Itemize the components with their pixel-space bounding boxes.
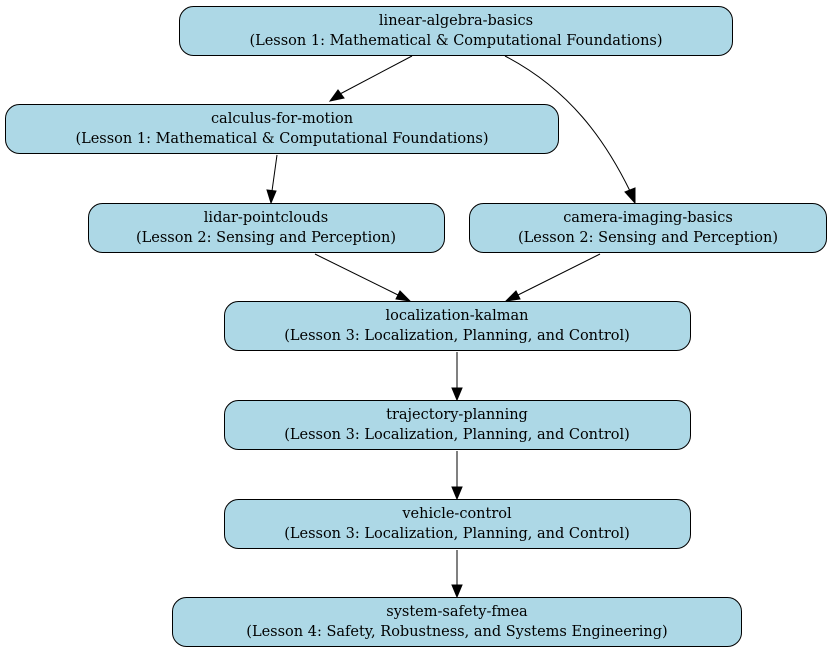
node-lesson: (Lesson 2: Sensing and Perception) xyxy=(518,230,778,246)
arrowhead-icon xyxy=(451,387,463,402)
node-camera-imaging-basics[interactable]: camera-imaging-basics (Lesson 2: Sensing… xyxy=(469,203,827,253)
node-lesson: (Lesson 1: Mathematical & Computational … xyxy=(249,33,662,49)
node-title: camera-imaging-basics xyxy=(563,210,733,226)
edge-linear-algebra-basics-to-camera-imaging-basics xyxy=(504,55,636,205)
node-lesson: (Lesson 2: Sensing and Perception) xyxy=(136,230,396,246)
edge-trajectory-planning-to-vehicle-control xyxy=(451,451,463,501)
arrowhead-icon xyxy=(451,584,463,599)
edge-calculus-for-motion-to-lidar-pointclouds xyxy=(266,154,278,205)
node-title: lidar-pointclouds xyxy=(204,210,328,226)
node-lidar-pointclouds[interactable]: lidar-pointclouds (Lesson 2: Sensing and… xyxy=(88,203,445,253)
node-lesson: (Lesson 3: Localization, Planning, and C… xyxy=(284,328,630,344)
arrowhead-icon xyxy=(624,187,636,205)
arrowhead-icon xyxy=(266,189,277,205)
edges xyxy=(266,55,636,599)
node-lesson: (Lesson 1: Mathematical & Computational … xyxy=(75,131,488,147)
arrowhead-icon xyxy=(328,89,345,102)
edge-linear-algebra-basics-to-calculus-for-motion xyxy=(328,55,413,102)
arrowhead-icon xyxy=(504,290,521,302)
arrowhead-icon xyxy=(395,290,412,302)
node-lesson: (Lesson 3: Localization, Planning, and C… xyxy=(284,526,630,542)
edge-vehicle-control-to-system-safety-fmea xyxy=(451,550,463,599)
edge-lidar-pointclouds-to-localization-kalman xyxy=(314,253,412,302)
edge-camera-imaging-basics-to-localization-kalman xyxy=(504,253,601,302)
node-title: trajectory-planning xyxy=(386,407,528,423)
node-title: vehicle-control xyxy=(401,506,512,522)
node-system-safety-fmea[interactable]: system-safety-fmea (Lesson 4: Safety, Ro… xyxy=(172,597,742,647)
node-vehicle-control[interactable]: vehicle-control (Lesson 3: Localization,… xyxy=(224,499,691,549)
node-title: calculus-for-motion xyxy=(211,111,353,127)
node-lesson: (Lesson 4: Safety, Robustness, and Syste… xyxy=(246,624,667,640)
node-title: linear-algebra-basics xyxy=(379,13,533,29)
node-title: localization-kalman xyxy=(386,308,529,324)
node-title: system-safety-fmea xyxy=(386,604,528,620)
node-linear-algebra-basics[interactable]: linear-algebra-basics (Lesson 1: Mathema… xyxy=(179,6,733,56)
node-lesson: (Lesson 3: Localization, Planning, and C… xyxy=(284,427,630,443)
node-calculus-for-motion[interactable]: calculus-for-motion (Lesson 1: Mathemati… xyxy=(5,104,559,154)
edge-localization-kalman-to-trajectory-planning xyxy=(451,352,463,402)
arrowhead-icon xyxy=(451,486,463,501)
node-localization-kalman[interactable]: localization-kalman (Lesson 3: Localizat… xyxy=(224,301,691,351)
node-trajectory-planning[interactable]: trajectory-planning (Lesson 3: Localizat… xyxy=(224,400,691,450)
